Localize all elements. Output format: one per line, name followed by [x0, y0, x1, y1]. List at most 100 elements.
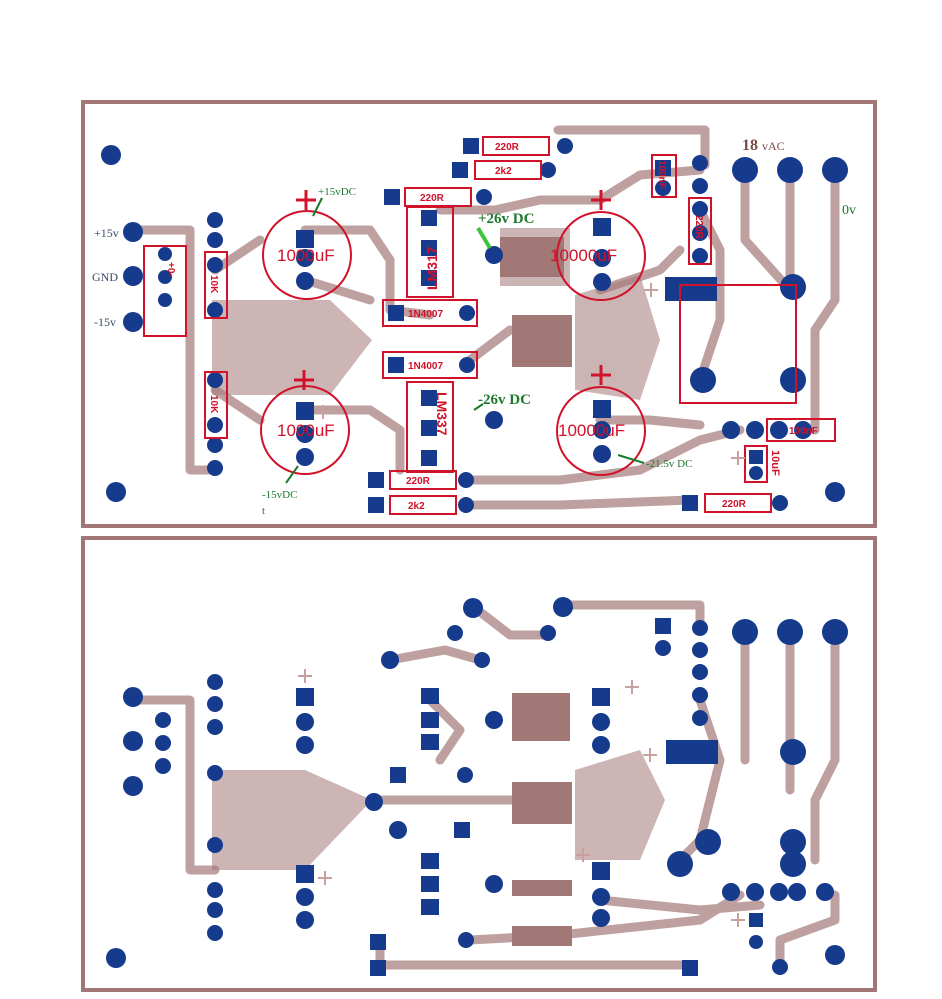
resistor-pad	[452, 162, 468, 178]
resistor-pad	[692, 155, 708, 171]
arrow-plus-26v	[476, 226, 492, 250]
mounting-hole	[825, 482, 845, 502]
regulator-label: LM317	[424, 246, 440, 290]
trace-left-bus	[125, 695, 220, 875]
trace-right-1	[595, 245, 685, 295]
pad	[770, 883, 788, 901]
ac-input-pad	[732, 619, 758, 645]
pad	[722, 883, 740, 901]
cap-pad-square	[592, 688, 610, 706]
cap-pad	[593, 249, 611, 267]
power-in-pad	[123, 687, 143, 707]
pad	[692, 664, 708, 680]
cap-label-10000uf: 10000uF	[550, 246, 617, 265]
cap-10000uf-outline	[556, 211, 646, 301]
pad-square	[749, 913, 763, 927]
regulator-pad	[421, 240, 437, 256]
copper-pour-left	[212, 770, 372, 870]
regulator-pad	[421, 853, 439, 869]
resistor-pad	[207, 837, 223, 853]
pad	[816, 883, 834, 901]
top-heatsink-tabs	[500, 237, 572, 367]
resistor-220r-outline	[704, 493, 772, 513]
resistor-pad	[368, 497, 384, 513]
header-pad	[155, 758, 171, 774]
test-point-pad	[485, 246, 503, 264]
regulator-pad	[421, 734, 439, 750]
resistor-pad	[207, 882, 223, 898]
pad	[788, 883, 806, 901]
plus-marker	[591, 365, 611, 385]
cap-pad-square	[592, 862, 610, 880]
mounting-hole	[101, 145, 121, 165]
header-pad	[155, 712, 171, 728]
power-in-pad	[123, 731, 143, 751]
header-pad	[158, 247, 172, 261]
bottom-heatsink-tabs	[512, 693, 572, 946]
note-plus-15vdc: +15vDC	[318, 186, 356, 198]
power-in-pad	[123, 266, 143, 286]
regulator-pad	[421, 899, 439, 915]
cap-pad	[296, 249, 314, 267]
resistor-pad	[772, 495, 788, 511]
ac-input-pad	[822, 157, 848, 183]
resistor-pad	[207, 372, 223, 388]
resistor-pad	[384, 189, 400, 205]
cap-pad	[296, 713, 314, 731]
arrow-minus-21-5v	[617, 454, 645, 464]
plus-marker	[298, 669, 312, 683]
pad-square	[370, 960, 386, 976]
cap-label-1000uf: 1000uF	[277, 246, 335, 265]
cap-pad	[593, 445, 611, 463]
cap-pad	[592, 909, 610, 927]
pad	[692, 642, 708, 658]
pad	[770, 421, 788, 439]
resistor-pad	[463, 138, 479, 154]
copper-pour-right	[575, 750, 665, 860]
pad-square	[390, 767, 406, 783]
cap-pad	[296, 911, 314, 929]
resistor-pad	[207, 719, 223, 735]
power-in-pad	[123, 776, 143, 796]
cap-pad	[592, 888, 610, 906]
bridge-pad	[667, 851, 693, 877]
plus-marker	[644, 283, 658, 297]
arrow-minus-15vdc	[285, 465, 299, 484]
pad	[746, 883, 764, 901]
resistor-pad	[207, 212, 223, 228]
cap-10uf-outline	[744, 445, 768, 483]
cap-label: 10uF	[769, 450, 781, 476]
resistor-label: 2k2	[495, 166, 512, 177]
resistor-2k2-outline	[389, 495, 457, 515]
trace-bottom-3	[595, 415, 705, 430]
diode-bottom-outline	[382, 351, 478, 379]
diode-pad	[388, 305, 404, 321]
cap-label-10000uf: 10000uF	[558, 421, 625, 440]
minus-15v-input-label: -15v	[94, 315, 116, 329]
trace-ac-top	[555, 600, 705, 630]
regulator-pad	[421, 712, 439, 728]
trace-left-2	[210, 385, 265, 425]
diode-label: 1N4007	[408, 309, 443, 320]
pad	[746, 421, 764, 439]
trace-gnd-bus	[125, 225, 220, 475]
resistor-10k-outline	[204, 251, 228, 319]
resistor-pad	[207, 232, 223, 248]
note-stray-t: t	[262, 505, 265, 517]
resistor-pad	[692, 225, 708, 241]
trace-bottom-2	[465, 495, 695, 510]
pad	[772, 959, 788, 975]
cap-pad	[296, 888, 314, 906]
plus-marker	[625, 680, 639, 694]
pad	[692, 620, 708, 636]
copper-pour-negative-rail	[575, 275, 660, 400]
note-minus-26v: -26v DC	[478, 392, 531, 408]
cap-100nf-outline	[651, 154, 677, 198]
top-labels: 18 vAC 0v +15v GND -15v +15vDC -15vDC t …	[92, 137, 856, 517]
resistor-pad	[458, 472, 474, 488]
trace-ac-1	[553, 125, 710, 170]
pad-square	[655, 618, 671, 634]
ac-input-label: 18	[742, 137, 758, 154]
trace-neg-1	[300, 405, 405, 475]
